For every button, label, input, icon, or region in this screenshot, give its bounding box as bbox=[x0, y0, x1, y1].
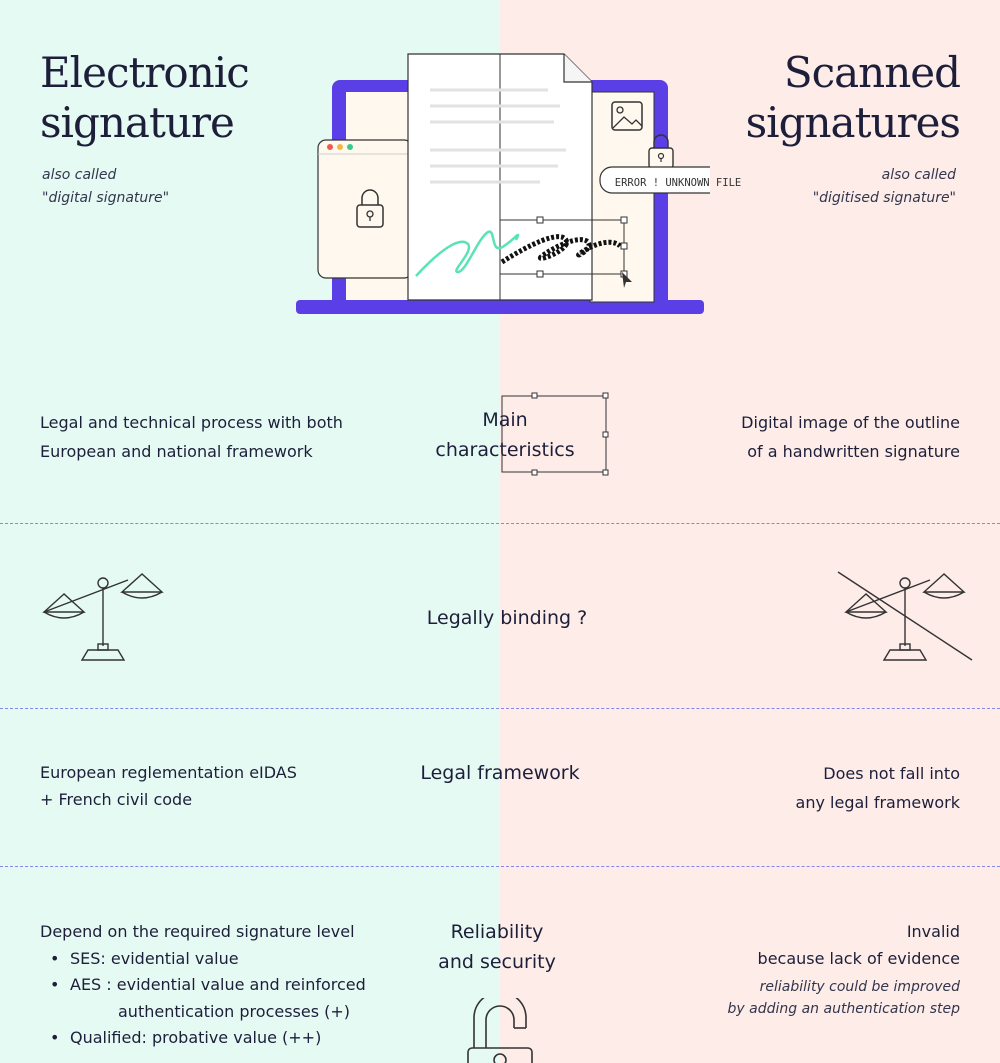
divider-2 bbox=[0, 708, 1000, 709]
electronic-aka: also called "digital signature" bbox=[42, 164, 169, 210]
browser-window bbox=[317, 139, 413, 279]
electronic-characteristics-line1: Legal and technical process with both bbox=[40, 413, 343, 432]
characteristics-label-line2: characteristics bbox=[435, 439, 575, 461]
scanned-framework-line1: Does not fall into bbox=[823, 764, 960, 783]
scanned-characteristics-line2: of a handwritten signature bbox=[747, 442, 960, 461]
level-ses: SES: evidential value bbox=[40, 946, 366, 973]
scanned-title-line2: signatures bbox=[745, 98, 961, 147]
open-padlock-icon bbox=[467, 998, 533, 1063]
selection-frame-decoration bbox=[501, 392, 609, 476]
electronic-characteristics-line2: European and national framework bbox=[40, 442, 313, 461]
reliability-label-line2: and security bbox=[438, 951, 556, 973]
scanned-title: Scanned signatures bbox=[745, 48, 965, 148]
scanned-title-line1: Scanned bbox=[779, 48, 965, 97]
characteristics-label-line1: Main bbox=[482, 409, 528, 431]
scanned-reliability: Invalid because lack of evidence reliabi… bbox=[728, 919, 960, 1020]
error-lock-icon bbox=[648, 134, 674, 169]
level-qualified: Qualified: probative value (++) bbox=[40, 1025, 366, 1052]
level-aes-continued: authentication processes (+) bbox=[118, 1001, 351, 1021]
electronic-title-line1: Electronic bbox=[36, 48, 253, 97]
lock-icon bbox=[356, 189, 384, 228]
scanned-characteristics-line1: Digital image of the outline bbox=[741, 413, 960, 432]
cursor-icon bbox=[622, 272, 632, 288]
electronic-aka-line1: also called bbox=[42, 167, 117, 183]
scanned-aka-line2: "digitised signature" bbox=[812, 190, 956, 206]
scanned-framework: Does not fall into any legal framework bbox=[796, 759, 960, 817]
scanned-aka: also called "digitised signature" bbox=[813, 164, 956, 210]
reliability-label: Reliability and security bbox=[386, 917, 608, 977]
error-message: ERROR ! UNKNOWN FILE bbox=[614, 177, 742, 189]
electronic-characteristics: Legal and technical process with both Eu… bbox=[40, 408, 343, 466]
electronic-framework-line2: + French civil code bbox=[40, 790, 193, 809]
electronic-framework: European reglementation eIDAS + French c… bbox=[40, 759, 297, 813]
scanned-reliability-line2: because lack of evidence bbox=[757, 948, 960, 968]
scanned-reliability-note2: by adding an authentication step bbox=[727, 1001, 960, 1017]
scanned-reliability-line1: Invalid bbox=[906, 922, 960, 941]
electronic-signature-stroke bbox=[415, 230, 520, 277]
level-aes: AES : evidential value and reinforced bbox=[40, 972, 366, 999]
scales-icon bbox=[42, 573, 164, 661]
scanned-reliability-note1: reliability could be improved bbox=[759, 979, 960, 995]
signature-levels-list: SES: evidential value AES : evidential v… bbox=[40, 946, 366, 1052]
electronic-reliability-intro: Depend on the required signature level bbox=[40, 922, 355, 941]
characteristics-label: Main characteristics bbox=[400, 405, 610, 465]
electronic-title: Electronic signature bbox=[36, 48, 253, 148]
electronic-aka-line2: "digital signature" bbox=[42, 190, 170, 206]
binding-label: Legally binding ? bbox=[426, 607, 588, 629]
electronic-reliability: Depend on the required signature level S… bbox=[40, 919, 366, 1052]
divider-1 bbox=[0, 523, 1000, 524]
error-badge bbox=[599, 166, 710, 194]
scanned-signature-stroke bbox=[500, 234, 622, 265]
reliability-label-line1: Reliability bbox=[450, 921, 544, 943]
scanned-characteristics: Digital image of the outline of a handwr… bbox=[741, 408, 960, 466]
laptop-base bbox=[296, 300, 704, 314]
scanned-aka-line1: also called bbox=[881, 167, 956, 183]
framework-label: Legal framework bbox=[420, 762, 580, 784]
crossed-scales-icon bbox=[837, 571, 973, 661]
electronic-title-line2: signature bbox=[40, 98, 235, 147]
image-icon bbox=[611, 101, 643, 131]
scanned-framework-line2: any legal framework bbox=[795, 793, 960, 812]
divider-3 bbox=[0, 866, 1000, 867]
laptop-illustration bbox=[296, 53, 710, 314]
right-window bbox=[589, 91, 655, 303]
electronic-framework-line1: European reglementation eIDAS bbox=[40, 763, 297, 782]
